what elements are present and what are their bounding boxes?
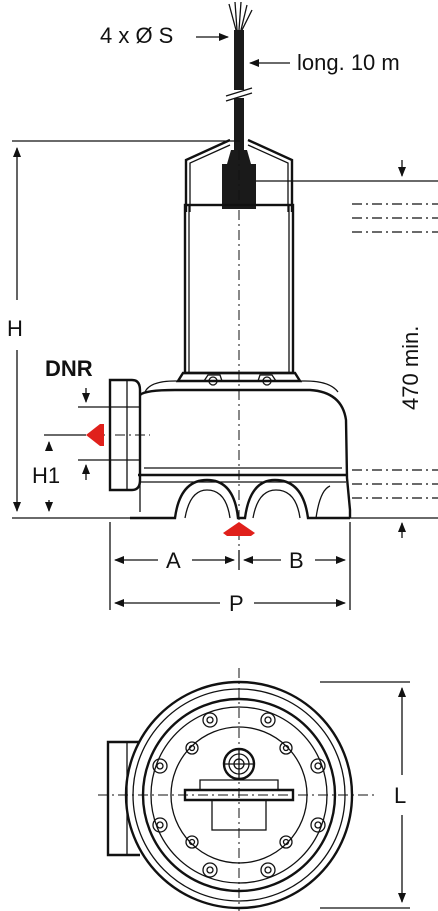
dim-p-label: P [229,591,244,616]
dim-h [12,140,240,519]
min-level-label: 470 min. [398,326,423,410]
side-view [12,1,438,610]
cable-length-label: long. 10 m [297,50,400,75]
pump-feet [130,478,350,520]
dim-a-label: A [166,548,181,573]
discharge-label: DNR [45,356,93,381]
level-lines [256,160,438,538]
top-view [98,668,410,911]
lifting-handle [184,138,294,212]
dim-dnr [78,388,140,480]
discharge-flow-arrow [86,424,104,446]
discharge-flange [108,378,142,492]
top-discharge-tab [106,740,140,857]
top-handle [183,788,295,802]
dim-l [320,681,410,909]
inlet-flow-arrow [223,522,255,536]
top-bolts [152,712,326,878]
dim-a-b-p [109,522,351,610]
cable-spec-label: 4 x Ø S [100,23,173,48]
dim-h1 [44,434,86,512]
flange-bolts [203,374,277,386]
cable-wires [228,1,253,31]
dim-b-label: B [289,548,304,573]
volute-body [139,388,352,518]
discharge-height-label: H1 [32,463,60,488]
dim-l-label: L [394,783,406,808]
height-label: H [7,316,23,341]
